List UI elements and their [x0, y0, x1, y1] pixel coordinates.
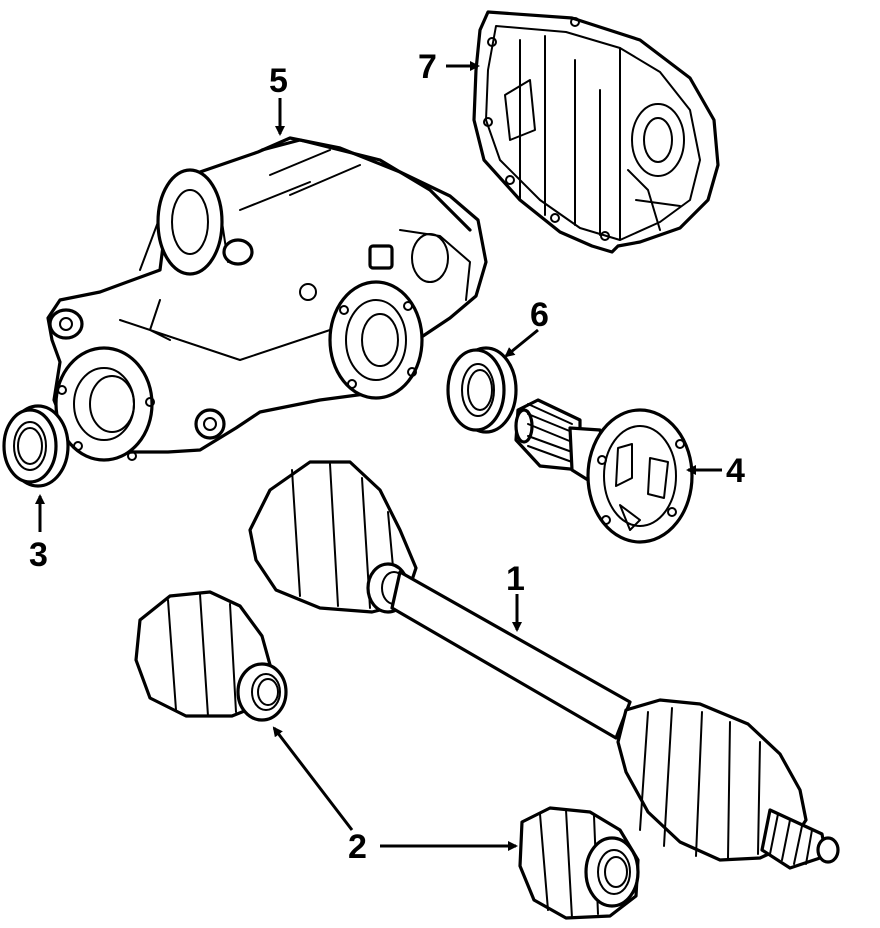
cv-boot-icon — [134, 590, 640, 920]
callout-4: 4 — [726, 452, 745, 490]
callout-1: 1 — [506, 560, 525, 598]
differential-housing-icon — [46, 136, 488, 462]
differential-cover-icon — [472, 10, 720, 254]
callout-7: 7 — [418, 48, 437, 86]
axle-shaft-icon — [248, 460, 840, 870]
output-flange-icon — [514, 398, 694, 544]
oil-seal-icon — [2, 404, 70, 488]
callout-3: 3 — [29, 536, 48, 574]
callout-2: 2 — [348, 828, 367, 866]
leader-lines — [35, 61, 722, 851]
callout-5: 5 — [269, 62, 288, 100]
callout-6: 6 — [530, 296, 549, 334]
axle-seal-icon — [446, 346, 518, 434]
